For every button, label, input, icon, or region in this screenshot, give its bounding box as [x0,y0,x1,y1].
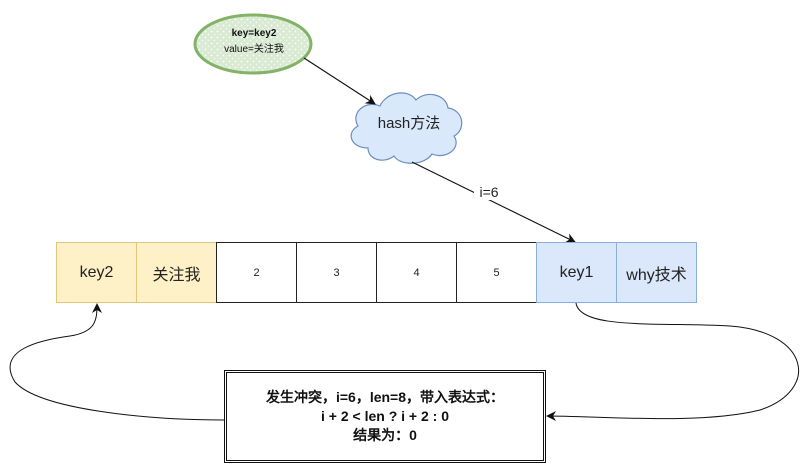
source-value: value=关注我 [224,44,284,55]
source-oval [193,13,313,75]
collision-note: 发生冲突，i=6，len=8，带入表达式： i + 2 < len ? i + … [224,370,546,463]
note-line-2: i + 2 < len ? i + 2 : 0 [320,408,449,424]
slot-2: 2 [216,242,297,303]
slot-4: 4 [376,242,457,303]
slot-3: 3 [296,242,377,303]
slot-0: key2 [56,242,137,303]
source-oval-text: key=key2 value=关注我 [195,26,313,58]
hash-cloud-label: hash方法 [377,115,441,132]
arrow-note-to-slot [9,303,225,421]
note-line-3: 结果为：0 [353,427,417,443]
source-key: key=key2 [231,28,277,39]
hash-cloud-shape [350,92,463,164]
edge-index-label: i=6 [474,184,504,200]
arrow-hash-to-slot [411,161,576,243]
arrow-source-to-hash [303,57,376,105]
slot-5: 5 [456,242,537,303]
slot-1: 关注我 [136,242,217,303]
note-line-1: 发生冲突，i=6，len=8，带入表达式： [265,389,505,405]
slot-7: why技术 [616,242,697,303]
slot-6: key1 [536,242,617,303]
arrow-slot-to-note [546,302,799,422]
